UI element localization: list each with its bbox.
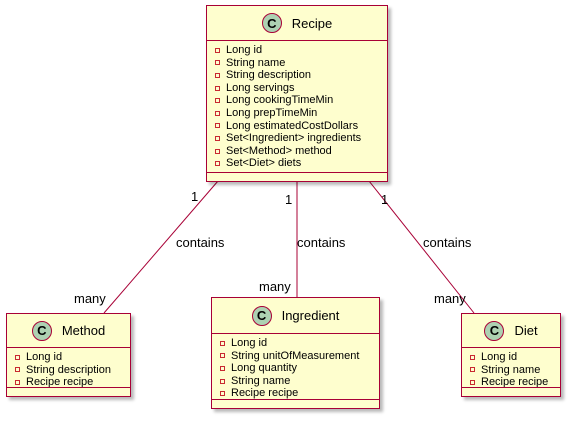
attribute: Long quantity bbox=[220, 362, 379, 375]
class-diet-name: Diet bbox=[514, 323, 538, 338]
private-marker-icon bbox=[15, 354, 20, 360]
attribute: Set<Method> method bbox=[215, 145, 387, 158]
attribute: Set<Ingredient> ingredients bbox=[215, 132, 387, 145]
class-methods-separator bbox=[207, 172, 387, 173]
class-recipe-attributes: Long id String name String description L… bbox=[207, 41, 387, 170]
attribute: Set<Diet> diets bbox=[215, 157, 387, 170]
class-diet[interactable]: C Diet Long id String name Recipe recipe bbox=[461, 313, 561, 397]
class-ingredient[interactable]: C Ingredient Long id String unitOfMeasur… bbox=[211, 297, 380, 409]
private-marker-icon bbox=[215, 47, 220, 53]
attribute: String description bbox=[215, 69, 387, 82]
class-methods-separator bbox=[212, 399, 379, 400]
private-marker-icon bbox=[470, 379, 475, 385]
class-method-attributes: Long id String description Recipe recipe bbox=[7, 348, 130, 389]
class-ingredient-name: Ingredient bbox=[281, 308, 340, 323]
relation-recipe-ingredient-to-multiplicity: many bbox=[259, 279, 291, 294]
private-marker-icon bbox=[470, 354, 475, 360]
attribute: Long id bbox=[15, 351, 130, 364]
class-stereotype-icon: C bbox=[261, 13, 282, 33]
private-marker-icon bbox=[215, 123, 220, 129]
relation-recipe-diet-label: contains bbox=[423, 235, 472, 250]
attribute: Long id bbox=[470, 351, 560, 364]
class-stereotype-icon: C bbox=[251, 305, 272, 326]
attribute: Long prepTimeMin bbox=[215, 107, 387, 120]
attribute: Recipe recipe bbox=[220, 387, 379, 400]
attribute: String name bbox=[215, 57, 387, 70]
private-marker-icon bbox=[215, 110, 220, 116]
attribute: Recipe recipe bbox=[15, 376, 130, 389]
relation-line-recipe-diet bbox=[368, 180, 475, 314]
class-method-name: Method bbox=[61, 323, 106, 338]
relation-recipe-method-label: contains bbox=[176, 235, 225, 250]
attribute: String name bbox=[470, 364, 560, 377]
attribute: Long cookingTimeMin bbox=[215, 94, 387, 107]
attribute: String description bbox=[15, 364, 130, 377]
private-marker-icon bbox=[215, 98, 220, 104]
relation-recipe-diet-to-multiplicity: many bbox=[434, 291, 466, 306]
private-marker-icon bbox=[15, 379, 20, 385]
private-marker-icon bbox=[215, 72, 220, 78]
relation-recipe-method-to-multiplicity: many bbox=[74, 291, 106, 306]
private-marker-icon bbox=[215, 148, 220, 154]
attribute: String name bbox=[220, 375, 379, 388]
class-ingredient-attributes: Long id String unitOfMeasurement Long qu… bbox=[212, 334, 379, 400]
class-recipe[interactable]: C Recipe Long id String name String desc… bbox=[206, 5, 388, 182]
class-stereotype-icon: C bbox=[484, 320, 505, 341]
private-marker-icon bbox=[220, 391, 225, 397]
relation-recipe-method-from-multiplicity: 1 bbox=[191, 189, 199, 204]
attribute: Recipe recipe bbox=[470, 376, 560, 389]
relation-line-recipe-method bbox=[103, 180, 219, 314]
private-marker-icon bbox=[215, 135, 220, 141]
attribute: Long id bbox=[215, 44, 387, 57]
class-method[interactable]: C Method Long id String description Reci… bbox=[6, 313, 131, 397]
class-method-header: C Method bbox=[7, 314, 130, 348]
private-marker-icon bbox=[215, 60, 220, 66]
attribute: Long estimatedCostDollars bbox=[215, 120, 387, 133]
class-recipe-name: Recipe bbox=[291, 15, 333, 31]
attribute: Long id bbox=[220, 337, 379, 350]
private-marker-icon bbox=[15, 367, 20, 373]
private-marker-icon bbox=[220, 378, 225, 384]
attribute: Long servings bbox=[215, 82, 387, 95]
private-marker-icon bbox=[220, 365, 225, 371]
private-marker-icon bbox=[220, 340, 225, 346]
class-stereotype-icon: C bbox=[31, 320, 52, 341]
class-methods-separator bbox=[462, 387, 560, 388]
private-marker-icon bbox=[215, 85, 220, 91]
private-marker-icon bbox=[215, 161, 220, 167]
class-diet-attributes: Long id String name Recipe recipe bbox=[462, 348, 560, 389]
private-marker-icon bbox=[220, 353, 225, 359]
private-marker-icon bbox=[470, 367, 475, 373]
class-methods-separator bbox=[7, 387, 130, 388]
relation-recipe-ingredient-from-multiplicity: 1 bbox=[285, 192, 293, 207]
relation-recipe-diet-from-multiplicity: 1 bbox=[381, 192, 389, 207]
class-recipe-header: C Recipe bbox=[207, 6, 387, 41]
relation-recipe-ingredient-label: contains bbox=[297, 235, 346, 250]
class-ingredient-header: C Ingredient bbox=[212, 298, 379, 334]
class-diet-header: C Diet bbox=[462, 314, 560, 348]
attribute: String unitOfMeasurement bbox=[220, 350, 379, 363]
